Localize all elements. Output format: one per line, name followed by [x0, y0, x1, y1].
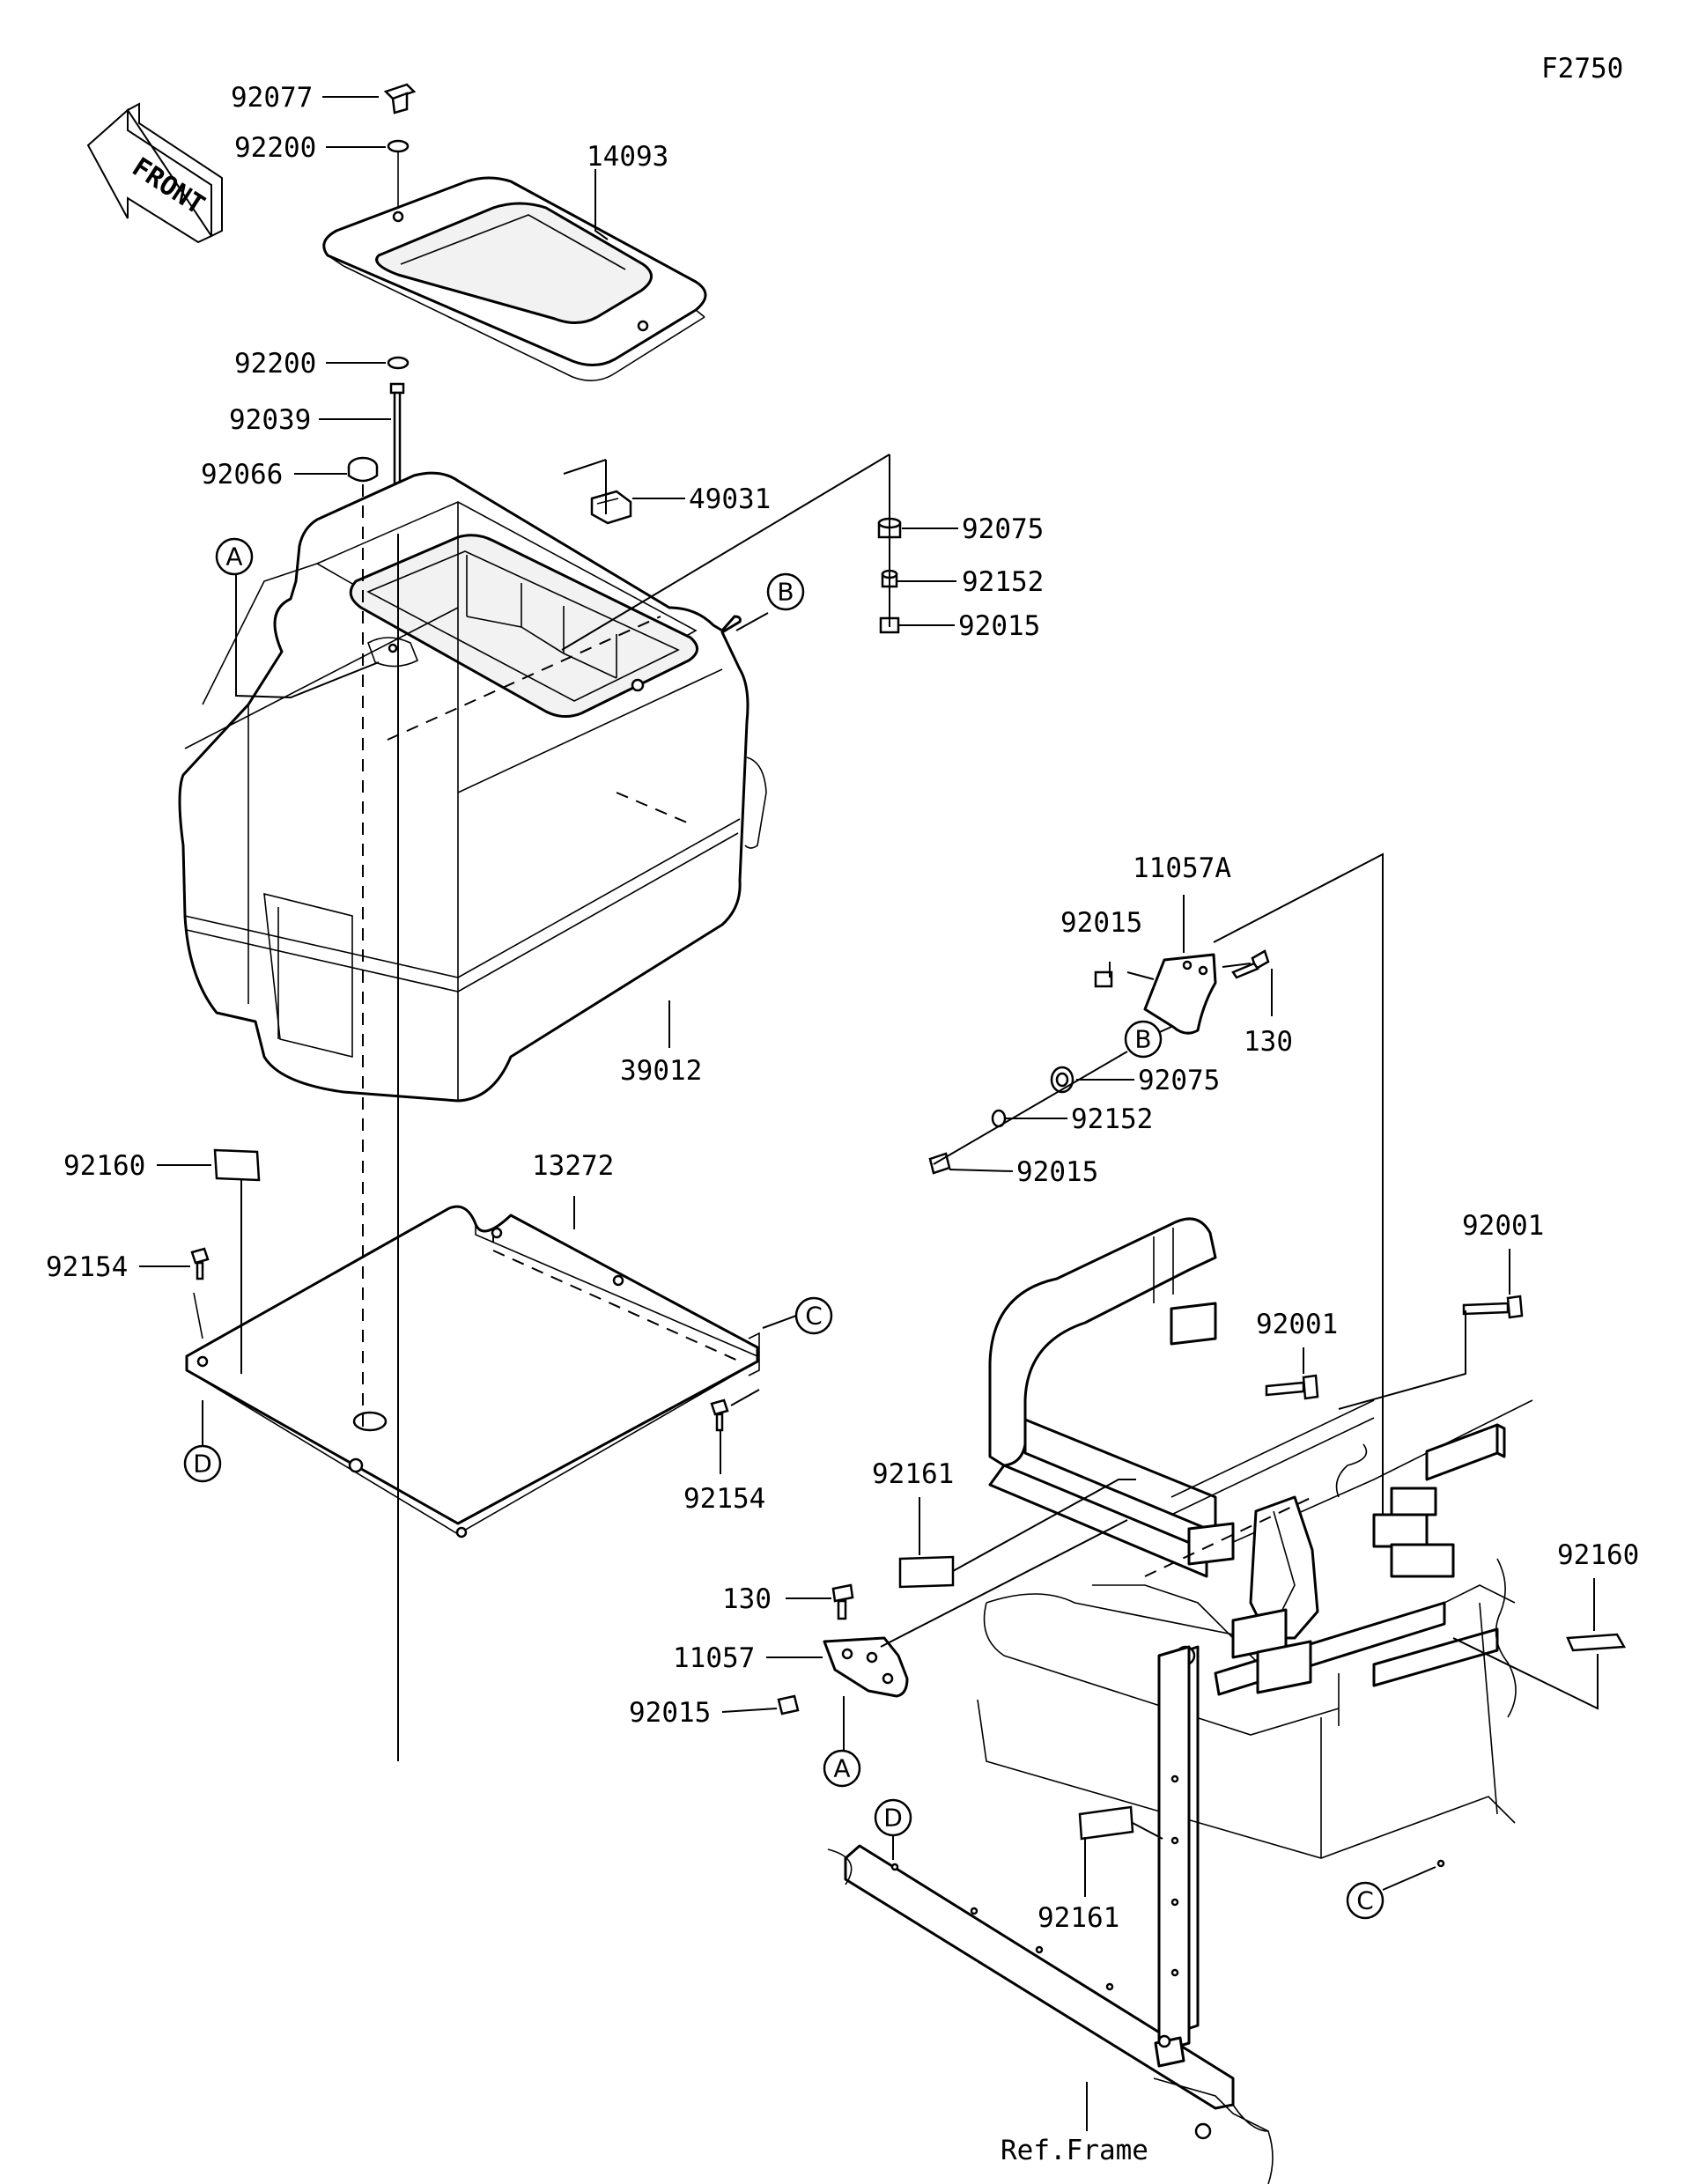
- callout-c-panel: C: [794, 1296, 833, 1335]
- part-label: 92075: [962, 513, 1044, 545]
- part-label: 92066: [201, 459, 283, 491]
- nut-92015-left: [777, 1694, 800, 1715]
- part-label: 11057A: [1133, 852, 1231, 884]
- part-label: 92200: [234, 348, 316, 380]
- reference-frame: [827, 1217, 1533, 2184]
- callout-c-lower: C: [1346, 1881, 1385, 1920]
- part-label: 130: [1244, 1026, 1293, 1058]
- part-label: 92200: [234, 132, 316, 164]
- cargo-box-39012: [178, 471, 767, 1103]
- part-label: 92015: [1016, 1156, 1098, 1188]
- part-label: 92154: [46, 1251, 128, 1283]
- bracket-11057a: [1143, 953, 1217, 1035]
- svg-text:B: B: [777, 578, 794, 607]
- leader-lines: [139, 96, 1599, 2131]
- part-label: 13272: [532, 1150, 614, 1182]
- latch-49031: [590, 490, 632, 525]
- ref-frame-label: Ref.Frame: [1001, 2135, 1148, 2166]
- part-label: 92160: [63, 1150, 145, 1182]
- washer-92200-mid: [387, 356, 410, 370]
- nut-92015-right: [1094, 970, 1113, 988]
- svg-text:C: C: [1356, 1886, 1374, 1915]
- bolt-130-left: [831, 1583, 854, 1620]
- part-label: 92161: [872, 1458, 954, 1490]
- part-label: 92015: [629, 1697, 711, 1729]
- bolt-92154-right: [710, 1398, 729, 1432]
- part-label: 92015: [1060, 907, 1142, 939]
- callout-d-lower: D: [874, 1798, 912, 1837]
- part-label: 39012: [620, 1055, 702, 1087]
- svg-text:D: D: [193, 1450, 212, 1479]
- svg-text:B: B: [1134, 1025, 1151, 1054]
- part-label: 92039: [229, 404, 311, 436]
- part-label: 14093: [587, 141, 668, 173]
- callout-a-lower: A: [823, 1749, 861, 1788]
- svg-text:C: C: [805, 1302, 823, 1331]
- part-label: 92161: [1037, 1902, 1119, 1934]
- svg-text:A: A: [833, 1754, 850, 1783]
- callout-b-top: B: [766, 572, 805, 611]
- part-label: 49031: [689, 483, 771, 515]
- figure-code: F2750: [1541, 53, 1623, 85]
- part-label: 130: [722, 1583, 772, 1615]
- svg-text:A: A: [225, 542, 242, 572]
- part-label: 92001: [1462, 1210, 1544, 1242]
- callout-d-panel: D: [183, 1444, 222, 1483]
- part-label: 92152: [1071, 1103, 1153, 1135]
- label-plate-92160-right: [1566, 1633, 1627, 1652]
- part-label: 92001: [1256, 1309, 1338, 1340]
- callout-b-right: B: [1124, 1020, 1163, 1059]
- part-label: 92075: [1138, 1065, 1220, 1096]
- knob-92077: [383, 83, 417, 114]
- lid-14093: [322, 176, 707, 381]
- front-arrow-icon: FRONT: [86, 102, 223, 244]
- bolt-92001-mid: [1265, 1374, 1319, 1400]
- part-label: 92152: [962, 566, 1044, 598]
- grommet-92075-right: [1050, 1066, 1074, 1094]
- bolt-92001-right: [1462, 1295, 1524, 1319]
- bracket-11057: [823, 1636, 909, 1698]
- svg-text:D: D: [883, 1804, 903, 1833]
- bolt-92154-left: [190, 1247, 210, 1280]
- washer-92200-top: [387, 139, 410, 153]
- bolt-130-right: [1231, 949, 1270, 979]
- label-plate-92161-bottom: [1078, 1805, 1134, 1841]
- part-number-labels: 92077 92200 14093 92200 92039 92066 4903…: [46, 82, 1639, 2166]
- floor-panel-13272: [185, 1205, 760, 1538]
- cap-92066: [347, 456, 379, 483]
- callout-a-left: A: [215, 537, 254, 576]
- label-plate-92160-left: [213, 1148, 261, 1182]
- part-label: 92077: [231, 82, 313, 114]
- label-plate-92161-left: [898, 1555, 955, 1589]
- part-label: 92160: [1557, 1539, 1639, 1571]
- part-label: 92015: [958, 610, 1040, 642]
- part-label: 11057: [673, 1642, 755, 1674]
- part-label: 92154: [683, 1483, 765, 1515]
